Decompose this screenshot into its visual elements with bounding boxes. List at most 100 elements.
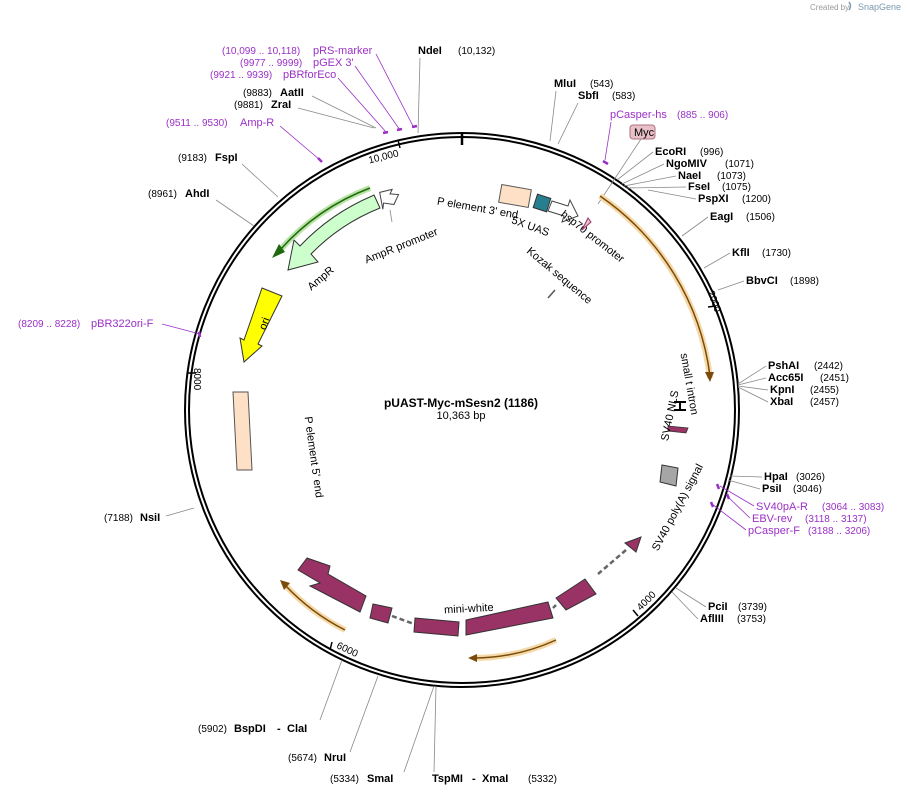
site-pos: (1075) xyxy=(722,182,751,193)
feature-p-element-5-end[interactable] xyxy=(232,391,253,471)
feature-myc-mark[interactable] xyxy=(581,217,592,231)
orf-arrowhead xyxy=(705,372,714,382)
tick-mark xyxy=(397,139,401,149)
site-name[interactable]: FseI xyxy=(688,181,710,193)
primer-name: SV40pA-R xyxy=(756,501,808,513)
feature-label-p-element-5-end: P element 5' end xyxy=(302,416,325,499)
primer-mark xyxy=(602,159,609,166)
site-name[interactable]: NaeI xyxy=(678,170,701,182)
site-name[interactable]: NdeI xyxy=(418,45,442,57)
leader-line xyxy=(161,323,201,335)
site-name[interactable]: HpaI xyxy=(764,471,788,483)
mini-white-exon[interactable] xyxy=(413,617,460,637)
mini-white-intron xyxy=(391,614,415,626)
site-name[interactable]: EagI xyxy=(710,211,733,223)
site-pos: (2442) xyxy=(814,361,843,372)
primer-pos: (10,099 .. 10,118) xyxy=(222,46,300,57)
site-name[interactable]: KpnI xyxy=(770,384,794,396)
feature-5x-uas[interactable] xyxy=(532,193,552,213)
feature-hsp70-promoter[interactable] xyxy=(547,198,579,223)
feature-kozak-sequence[interactable] xyxy=(547,289,556,299)
site-name[interactable]: EcoRI xyxy=(655,146,686,158)
feature-sv40-nls[interactable] xyxy=(667,425,689,434)
feature-label-hsp70-promoter: hsp70 promoter xyxy=(558,208,626,265)
leader-line xyxy=(737,385,769,391)
mini-white-arrow[interactable] xyxy=(297,557,367,613)
site-name[interactable]: PshAI xyxy=(768,360,799,372)
ampr-orf-arrowhead xyxy=(272,244,285,258)
primer-pos: (3064 .. 3083) xyxy=(822,502,884,513)
orf-arc-glow xyxy=(473,637,558,661)
site-name[interactable]: NgoMIV xyxy=(666,158,708,170)
site-pos: (5332) xyxy=(528,774,557,785)
orf-arc[interactable] xyxy=(473,639,557,659)
site-name[interactable]: AflIII xyxy=(700,613,724,625)
tick-label-2000: 2000 xyxy=(705,289,723,314)
feature-label-ampr-promoter: AmpR promoter xyxy=(363,226,440,266)
feature-sv40-polya-signal[interactable] xyxy=(659,464,679,487)
site-name[interactable]: MluI xyxy=(554,78,576,90)
mini-white-exon[interactable] xyxy=(555,578,597,611)
site-pos: (8961) xyxy=(148,189,177,200)
leader-line xyxy=(433,685,437,773)
orf-arc[interactable] xyxy=(599,195,711,377)
orf-arc[interactable] xyxy=(284,584,346,631)
feature-ampr[interactable] xyxy=(287,194,381,271)
primer-mark xyxy=(382,130,389,135)
orf-arc-glow xyxy=(598,193,713,379)
feature-myc-box[interactable] xyxy=(629,124,656,140)
site-name[interactable]: SbfI xyxy=(578,90,599,102)
site-name[interactable]: PspXI xyxy=(698,193,729,205)
primer-pos: (885 .. 906) xyxy=(677,110,728,121)
site-name[interactable]: XmaI xyxy=(482,773,508,785)
site-name[interactable]: PsiI xyxy=(762,483,782,495)
primer-name: pRS-marker xyxy=(313,45,373,57)
mini-white-exon[interactable] xyxy=(369,603,393,624)
leader-line xyxy=(623,175,677,187)
site-pos: (3046) xyxy=(793,484,822,495)
primer-pos: (9977 .. 9999) xyxy=(240,58,302,69)
leader-line xyxy=(389,209,393,223)
mini-white-exon[interactable] xyxy=(624,536,642,553)
feature-ampr-promoter[interactable] xyxy=(374,185,400,213)
site-name[interactable]: XbaI xyxy=(770,396,793,408)
site-name[interactable]: NruI xyxy=(324,752,346,764)
leader-line xyxy=(703,252,731,269)
feature-p-element-3-end[interactable] xyxy=(498,183,532,209)
site-name[interactable]: SmaI xyxy=(367,773,393,785)
leader-line xyxy=(297,107,375,129)
site-name[interactable]: AhdI xyxy=(185,188,209,200)
feature-label-sv40-nls: SV40 NLS xyxy=(659,389,681,442)
credit-prefix: Created by xyxy=(810,3,849,12)
site-name[interactable]: TspMI xyxy=(432,773,463,785)
site-name[interactable]: AatII xyxy=(280,87,304,99)
feature-label-mini-white: mini-white xyxy=(444,602,494,617)
primer-pos: (9511 .. 9530) xyxy=(166,118,228,129)
site-name[interactable]: NsiI xyxy=(140,512,160,524)
site-name[interactable]: ZraI xyxy=(271,99,291,111)
site-name[interactable]: PciI xyxy=(708,601,728,613)
site-name[interactable]: BspDI xyxy=(234,723,266,735)
site-name[interactable]: BbvCI xyxy=(746,275,778,287)
site-pos: (1506) xyxy=(746,212,775,223)
feature-label-myc: Myc xyxy=(634,127,655,139)
tick-mark xyxy=(632,609,639,617)
feature-ori[interactable] xyxy=(239,287,283,363)
leader-line xyxy=(337,77,387,133)
site-pos: (2451) xyxy=(820,373,849,384)
feature-small-t-intron[interactable] xyxy=(674,401,686,411)
mini-white-exon[interactable] xyxy=(465,601,554,636)
primer-mark xyxy=(396,127,403,132)
site-name[interactable]: ClaI xyxy=(287,723,307,735)
site-name[interactable]: FspI xyxy=(215,152,238,164)
site-name[interactable]: KflI xyxy=(732,247,750,259)
primer-mark xyxy=(725,493,731,500)
tick-label-8000: 8000 xyxy=(191,368,202,391)
leader-line xyxy=(711,503,747,531)
site-pos: (2455) xyxy=(810,385,839,396)
leader-line xyxy=(737,365,767,385)
site-pos: (996) xyxy=(700,147,723,158)
site-name[interactable]: Acc65I xyxy=(768,372,803,384)
